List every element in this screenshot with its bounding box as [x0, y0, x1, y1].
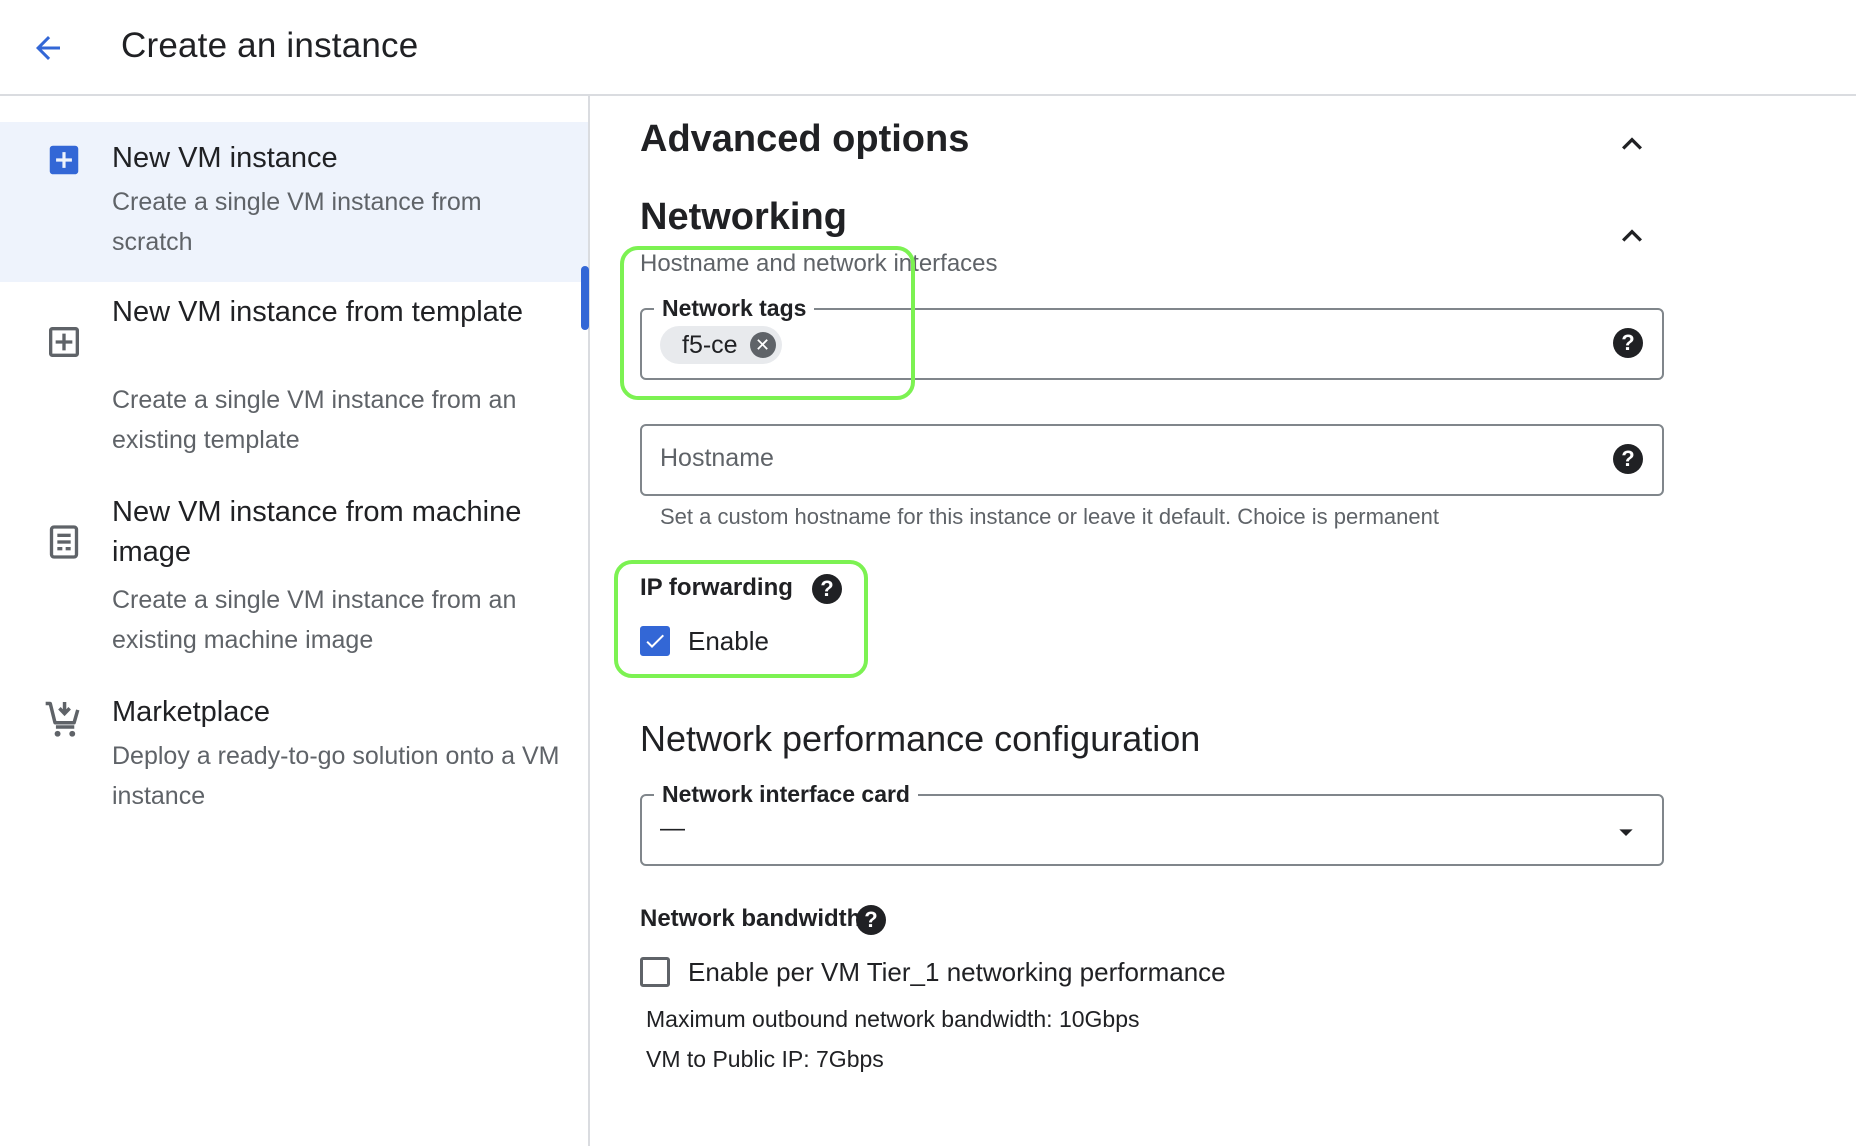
sidebar-item-marketplace[interactable]: Marketplace Deploy a ready-to-go solutio… [0, 692, 588, 832]
help-icon[interactable]: ? [856, 905, 886, 935]
max-outbound-bandwidth-text: Maximum outbound network bandwidth: 10Gb… [646, 1006, 1140, 1032]
help-icon[interactable]: ? [1613, 328, 1643, 358]
sidebar-item-title: New VM instance from machine image [112, 496, 522, 568]
networking-subtitle: Hostname and network interfaces [640, 250, 998, 277]
check-icon [646, 634, 664, 648]
remove-chip-icon[interactable]: ✕ [749, 332, 776, 358]
add-box-outline-icon [44, 322, 84, 362]
hostname-placeholder: Hostname [660, 444, 774, 472]
chip-label: f5-ce [682, 330, 738, 359]
help-icon[interactable]: ? [1613, 444, 1643, 474]
advanced-options-title: Advanced options [640, 118, 970, 160]
sidebar-item-description: Create a single VM instance from scratch [112, 188, 482, 256]
sidebar-item-title: Marketplace [112, 696, 270, 728]
network-tags-label: Network tags [654, 294, 815, 322]
main-content: Advanced options Networking Hostname and… [590, 96, 1856, 1146]
chevron-up-icon [1622, 137, 1642, 150]
add-box-icon [44, 140, 84, 180]
sidebar: New VM instance Create a single VM insta… [0, 96, 590, 1146]
collapse-networking-button[interactable] [1610, 214, 1654, 258]
help-icon[interactable]: ? [812, 574, 842, 604]
arrow-back-icon [36, 36, 60, 60]
chevron-up-icon [1622, 229, 1642, 242]
sidebar-item-new-vm-instance[interactable]: New VM instance Create a single VM insta… [0, 122, 588, 282]
ip-forwarding-enable-label: Enable [688, 626, 769, 656]
nic-label: Network interface card [654, 780, 918, 808]
add-box-outline-icon [44, 414, 84, 454]
back-button[interactable] [24, 24, 72, 72]
sidebar-item-from-machine-image[interactable]: New VM instance from machine image Creat… [0, 492, 588, 672]
networking-title: Networking [640, 196, 847, 238]
public-ip-bandwidth-text: VM to Public IP: 7Gbps [646, 1046, 884, 1072]
collapse-advanced-button[interactable] [1610, 122, 1654, 166]
sidebar-item-title: New VM instance from template [112, 296, 523, 328]
ip-forwarding-label: IP forwarding [640, 574, 793, 601]
hostname-hint: Set a custom hostname for this instance … [660, 504, 1439, 529]
sidebar-item-description: Deploy a ready-to-go solution onto a VM … [112, 742, 560, 810]
marketplace-cart-icon [42, 698, 86, 742]
network-performance-title: Network performance configuration [640, 718, 1201, 759]
selection-indicator [581, 266, 589, 330]
machine-image-icon [44, 522, 84, 562]
network-bandwidth-label: Network bandwidth [640, 905, 862, 932]
sidebar-item-description: Create a single VM instance from an exis… [112, 386, 517, 454]
ip-forwarding-checkbox[interactable] [640, 626, 670, 656]
sidebar-item-title: New VM instance [112, 142, 338, 174]
network-tag-chip: f5-ce ✕ [660, 326, 782, 364]
nic-value: — [660, 814, 685, 842]
sidebar-item-from-template[interactable]: New VM instance from template Create a s… [0, 292, 588, 472]
top-bar: Create an instance [0, 0, 1856, 96]
page-title: Create an instance [121, 26, 419, 65]
network-interface-card-select[interactable]: Network interface card — [640, 780, 1664, 866]
sidebar-item-description: Create a single VM instance from an exis… [112, 586, 517, 654]
dropdown-arrow-icon [1619, 829, 1633, 836]
tier1-networking-checkbox[interactable] [640, 957, 670, 987]
network-tags-field[interactable]: Network tags f5-ce ✕ ? [640, 294, 1664, 380]
hostname-field[interactable]: Hostname ? [640, 424, 1664, 496]
tier1-networking-label: Enable per VM Tier_1 networking performa… [688, 957, 1226, 987]
